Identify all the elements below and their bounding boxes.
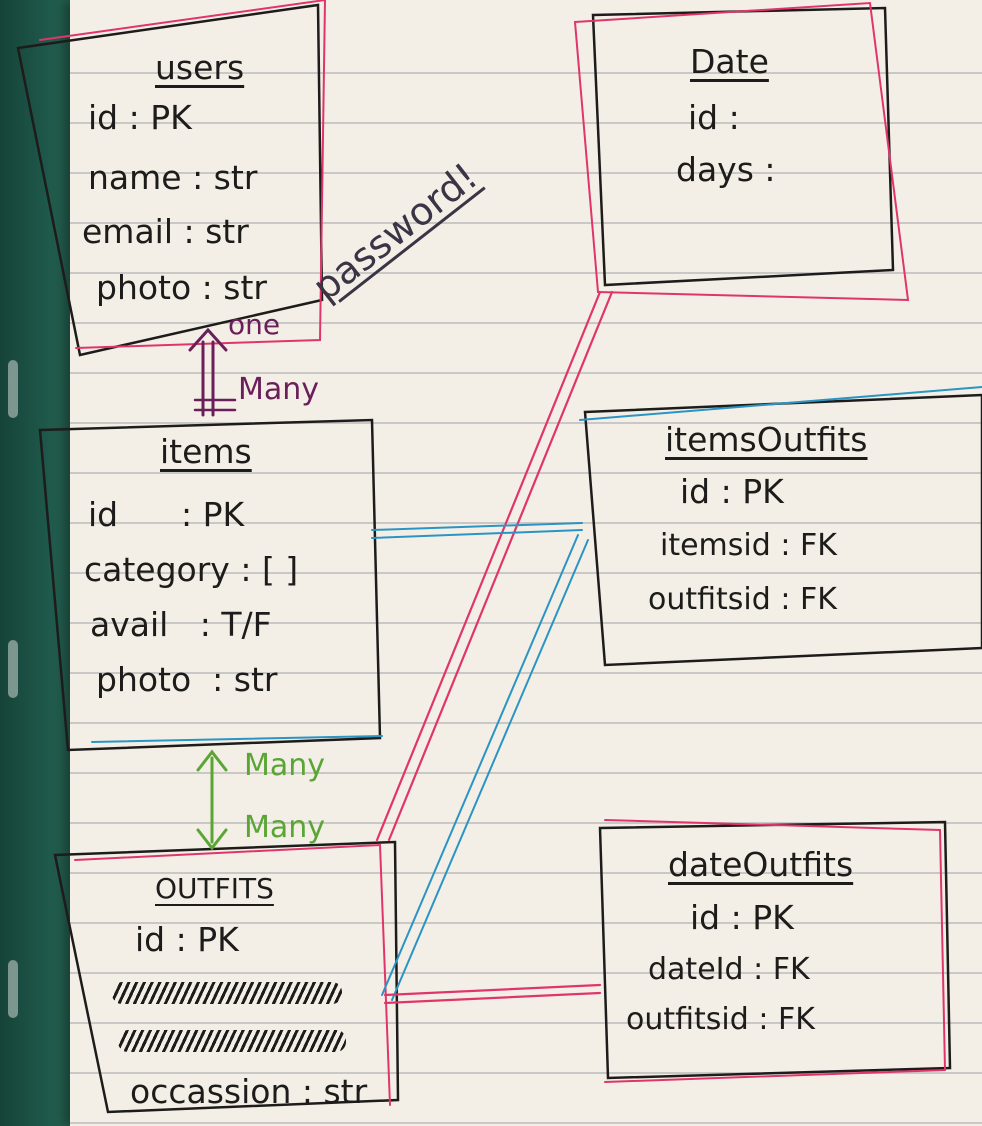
outfits-dateoutfits-link	[383, 983, 602, 997]
binding-hole	[8, 640, 18, 698]
cardinality-label: Many	[238, 372, 320, 407]
entity-title: items	[160, 432, 252, 471]
date-outfits-link	[375, 290, 602, 842]
outfits-box-outline	[53, 840, 400, 1114]
entity-title: itemsOutfits	[665, 420, 868, 459]
entity-field: category : [ ]	[84, 550, 299, 589]
crossed-out-field	[112, 982, 342, 1004]
users-box-outline	[16, 3, 324, 357]
entity-field: id : PK	[135, 920, 239, 959]
dateoutfits-box-outline	[598, 820, 952, 1080]
entity-field: itemsid : FK	[660, 528, 837, 563]
date-box-accent	[573, 1, 910, 302]
entity-title: Date	[690, 42, 769, 81]
entity-field: photo : str	[96, 660, 278, 699]
entity-title: users	[155, 48, 245, 87]
items-box-accent	[91, 735, 383, 743]
entity-field: id : PK	[690, 898, 794, 937]
lined-paper	[70, 0, 982, 1126]
items-itemsoutfits-link	[371, 522, 583, 531]
entity-field: days :	[676, 150, 776, 189]
entity-field: id : PK	[88, 98, 192, 137]
entity-title: dateOutfits	[668, 845, 854, 884]
cardinality-label: Many	[244, 748, 326, 783]
entity-field: id :	[688, 98, 740, 137]
entity-field: dateId : FK	[648, 952, 810, 987]
date-box-outline	[591, 6, 895, 287]
entity-field: name : str	[88, 158, 258, 197]
itemsoutfits-box-outline	[583, 393, 982, 667]
dateoutfits-box-accent	[604, 819, 947, 1083]
entity-field: outfitsid : FK	[626, 1002, 815, 1037]
users-box-accent	[39, 0, 327, 349]
entity-field: photo : str	[96, 268, 267, 307]
entity-field: outfitsid : FK	[648, 582, 837, 617]
outfits-box-accent	[74, 843, 391, 1106]
entity-field: id : PK	[680, 472, 784, 511]
entity-field: occassion : str	[130, 1072, 368, 1111]
entity-field: id : PK	[88, 495, 245, 534]
entity-field: email : str	[82, 212, 249, 251]
binding-hole	[8, 360, 18, 418]
binding-hole	[8, 960, 18, 1018]
entity-title: OUTFITS	[155, 872, 274, 905]
cardinality-label: one	[228, 308, 281, 341]
itemsoutfits-outfits-link	[381, 534, 579, 996]
cardinality-label: Many	[244, 810, 326, 845]
items-box-outline	[38, 418, 382, 752]
entity-field: avail : T/F	[90, 605, 272, 644]
crossed-out-field	[118, 1030, 346, 1052]
notebook-binding	[0, 0, 72, 1126]
itemsoutfits-box-accent	[579, 386, 982, 421]
